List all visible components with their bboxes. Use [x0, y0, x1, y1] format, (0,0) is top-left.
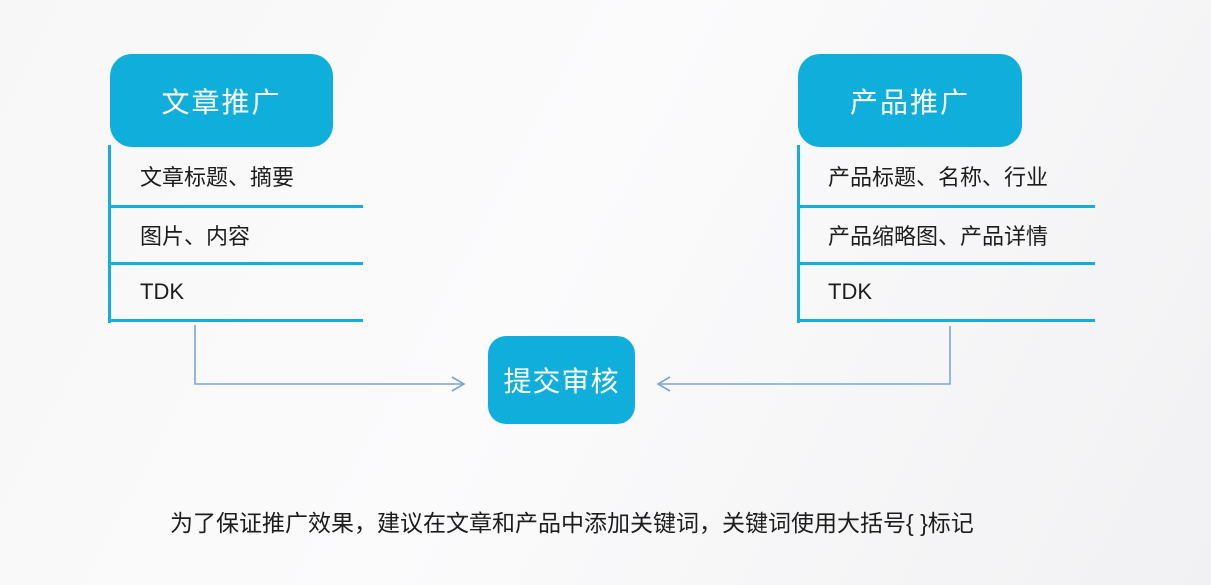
product-items-list: 产品标题、名称、行业 产品缩略图、产品详情 TDK	[798, 147, 1095, 322]
list-item-label: TDK	[828, 279, 872, 304]
article-items-list: 文章标题、摘要 图片、内容 TDK	[110, 147, 363, 322]
footnote-text: 为了保证推广效果，建议在文章和产品中添加关键词，关键词使用大括号{ }标记	[170, 510, 974, 536]
list-item-label: 产品缩略图、产品详情	[828, 224, 1049, 249]
left-arrowhead-icon	[656, 376, 671, 392]
list-item: 文章标题、摘要	[110, 147, 363, 208]
right-arrow	[656, 326, 951, 392]
product-promotion-label: 产品推广	[849, 86, 970, 118]
list-item: 产品缩略图、产品详情	[798, 208, 1095, 265]
left-branch-rail-line	[108, 145, 111, 323]
submit-review-node: 提交审核	[488, 336, 635, 424]
list-item-label: 图片、内容	[140, 224, 251, 249]
list-item: 产品标题、名称、行业	[798, 147, 1095, 208]
list-item-label: TDK	[140, 279, 184, 304]
list-item: TDK	[798, 265, 1095, 322]
list-item: TDK	[110, 265, 363, 322]
right-arrowhead-icon	[451, 376, 466, 392]
right-branch-rail-line	[797, 145, 800, 323]
left-arrow	[194, 325, 466, 392]
article-promotion-node: 文章推广	[110, 54, 333, 147]
submit-review-label: 提交审核	[503, 366, 620, 397]
article-promotion-label: 文章推广	[161, 86, 282, 118]
list-item: 图片、内容	[110, 208, 363, 265]
list-item-label: 产品标题、名称、行业	[828, 165, 1049, 190]
list-item-label: 文章标题、摘要	[140, 165, 295, 190]
product-promotion-node: 产品推广	[798, 54, 1022, 147]
